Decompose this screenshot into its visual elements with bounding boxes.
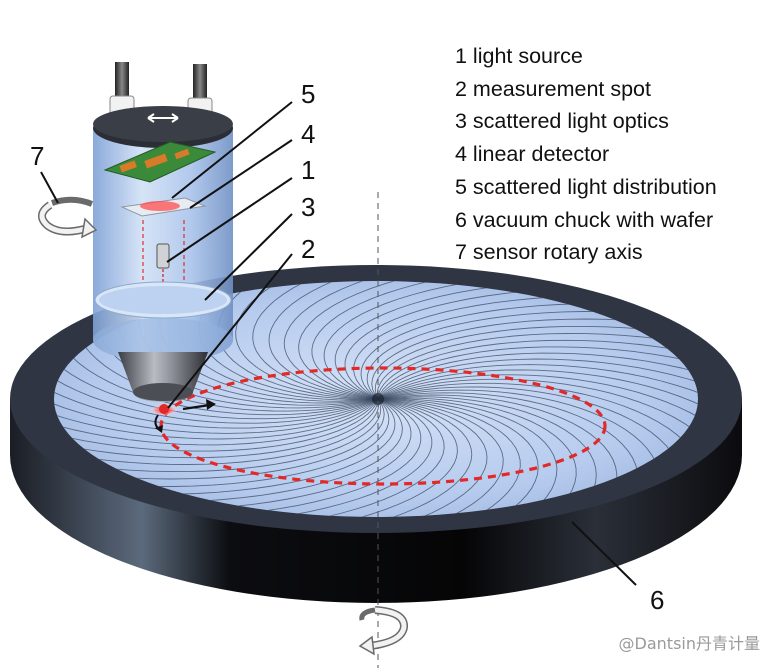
wafer-pattern-line [374,325,646,400]
wafer-pattern-line [377,369,698,408]
wafer-pattern-line [70,355,379,416]
wafer-pattern-line [377,394,618,482]
wafer-pattern-line [377,398,473,517]
wafer-pattern-line [110,398,382,473]
legend-list: 1 light source 2 measurement spot 3 scat… [455,40,717,269]
wafer-pattern-line [377,396,597,491]
wafer-pattern-line [377,364,698,400]
wafer-pattern-line [377,358,698,400]
legend-item: 1 light source [455,44,583,68]
wafer-pattern-line [235,284,379,400]
wafer-center [372,393,384,405]
wafer-pattern-line [152,398,390,487]
wafer-pattern-line [377,397,577,498]
wafer-pattern-line [323,282,465,400]
wafer-pattern-line [377,346,690,400]
wafer-pattern-line [66,398,379,452]
watermark: @Dantsin丹青计量 [618,634,760,653]
wafer-pattern-line [260,398,422,512]
wafer-pattern-line [291,398,433,516]
wafer-pattern-line [377,352,698,400]
wafer-pattern-line [377,398,539,510]
wafer-pattern-line [203,398,403,502]
rotation-arrow-icon [358,606,408,656]
wafer-pattern-line [268,281,379,400]
legend-item: 3 scattered light optics [455,109,669,134]
wafer-pattern-line [377,398,504,517]
wafer-pattern-line [377,382,686,443]
wafer-pattern-line [54,398,379,440]
wafer-pattern-line [231,398,412,508]
wafer-pattern-line [92,398,380,465]
wafer-pattern-line [311,281,434,400]
sensor-post-left [115,62,129,102]
callout-leaders [40,101,637,586]
wafer-pattern-line [376,333,664,400]
legend-item: 2 measurement spot [455,76,651,101]
callout-7: 7 [30,141,44,171]
wafer-pattern-line [298,281,402,400]
callout-1: 1 [301,155,315,185]
wafer-pattern-line [54,378,379,424]
wafer-pattern-line [377,398,488,517]
wafer-pattern-line [344,290,525,400]
sensor-post-right [193,64,207,102]
wafer-pattern-line [377,374,698,420]
wafer-pattern-line [360,303,580,400]
wafer-pattern-line [377,386,673,453]
wafer-pattern-line [354,398,458,517]
wafer-pattern-line [54,398,379,434]
wafer-pattern-line [78,398,379,459]
wafer-pattern-line [57,398,379,446]
wafer-pattern-line [366,311,604,400]
wafer-pattern-line [377,398,558,504]
direction-arrow-icon [154,399,216,433]
wafer-pattern-line [283,281,379,400]
rotation-arrow-icon [38,196,98,239]
wafer-pattern-line [60,366,379,420]
legend-item: 7 sensor rotary axis [455,240,643,265]
legend-item: 5 scattered light distribution [455,174,717,199]
wafer-pattern-line [377,339,678,400]
light-source [156,243,170,269]
callout-2: 2 [301,234,315,264]
wafer-pattern-line [130,398,385,480]
callout-3: 3 [301,192,315,222]
wafer-pattern-line [377,389,657,464]
wafer-pattern-line [83,345,379,412]
callout-4: 4 [301,119,315,149]
sensor-head [93,62,233,402]
wafer-pattern-line [377,398,521,514]
wafer-pattern-line [176,398,396,495]
wafer-pattern-line [54,390,379,429]
legend-item: 6 vacuum chuck with wafer [455,207,714,232]
wafer-pattern-line [377,392,639,473]
wafer-pattern-line [334,286,496,400]
wafer-pattern-line [252,281,379,400]
wafer-pattern-line [353,296,553,400]
callout-5: 5 [301,79,315,109]
wafer-pattern-line [322,398,445,517]
legend-item: 4 linear detector [455,142,610,167]
callout-6: 6 [650,585,664,615]
wafer-pattern-line [377,378,696,432]
scattered-light-distribution [140,201,180,211]
wafer-pattern-line [371,318,626,400]
